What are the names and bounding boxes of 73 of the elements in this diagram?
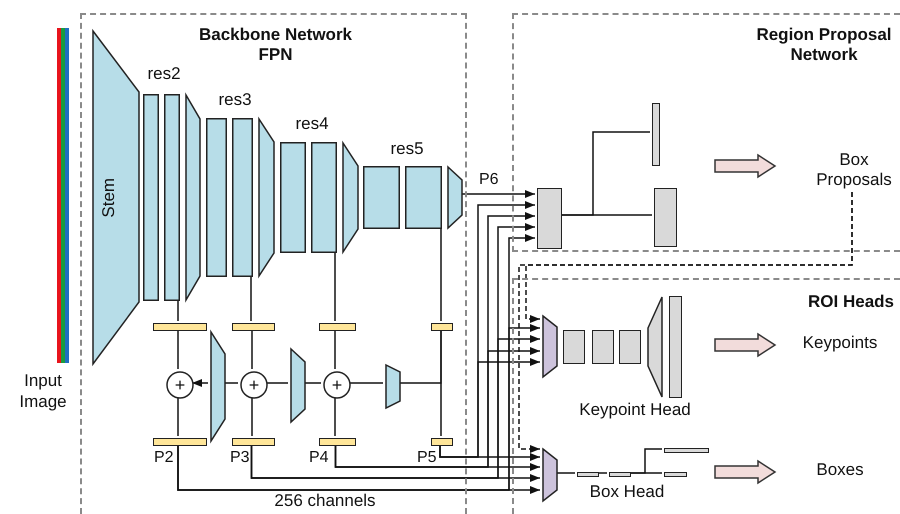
regressor-block (654, 188, 677, 247)
stage-label: res3 (217, 90, 253, 110)
fc-bar (664, 448, 709, 453)
region-title: Backbone Network FPN (198, 25, 354, 64)
region-title: Region Proposal Network (755, 25, 893, 64)
arrow (192, 379, 208, 387)
output-label: Boxes (815, 460, 865, 480)
output-label: Box Proposals (815, 150, 893, 190)
region-title: ROI Heads (807, 292, 894, 312)
connector-line (560, 214, 652, 216)
conv-block (619, 330, 641, 364)
block-arrow (714, 460, 776, 484)
connector-line (334, 251, 336, 321)
fc-bar (609, 472, 631, 477)
connector-line (177, 397, 179, 436)
level-label: P2 (154, 449, 174, 468)
operator-label: + (248, 375, 260, 396)
connector-line (251, 329, 253, 369)
connector-line (349, 382, 383, 384)
output-label: Keypoints (802, 333, 878, 353)
conv-block (537, 188, 562, 249)
stage-label: res2 (146, 64, 182, 84)
classifier-bar (652, 103, 660, 166)
connector-line (334, 329, 336, 369)
dashed-region (80, 13, 467, 514)
dashed-region (512, 278, 900, 514)
dashed-region (512, 13, 900, 252)
connector-line (304, 382, 321, 384)
stage-label: res5 (389, 139, 425, 159)
level-label: P3 (230, 449, 250, 468)
level-label: P4 (309, 449, 329, 468)
connector-line (177, 299, 179, 321)
connector-line (399, 329, 442, 384)
arrow (177, 444, 540, 494)
output-conv-bar (319, 438, 356, 446)
lateral-conv-bar (319, 323, 356, 331)
conv-block (563, 330, 585, 364)
output-conv-bar (153, 438, 207, 446)
operator-label: + (174, 375, 186, 396)
level-label: P5 (417, 449, 437, 468)
lateral-conv-bar (232, 323, 275, 331)
caption-text: 256 channels (273, 491, 377, 511)
connector-line (629, 472, 662, 474)
arrow (461, 190, 535, 198)
arrow (439, 444, 540, 461)
stage-label: res4 (294, 114, 330, 134)
block-arrow (714, 332, 776, 358)
arrow (334, 444, 540, 471)
fc-bar (664, 472, 687, 477)
output-conv-bar (232, 438, 275, 446)
connector-line (440, 227, 442, 321)
block-arrow (714, 154, 776, 178)
connector-line (266, 382, 288, 384)
caption-text: Box Head (588, 482, 666, 502)
connector-line (224, 382, 238, 384)
connector-line (177, 329, 179, 369)
heatmap-bar (669, 296, 682, 398)
fc-bar (577, 472, 599, 477)
conv-block (592, 330, 614, 364)
connector-line (556, 472, 575, 474)
output-conv-bar (431, 438, 453, 446)
lateral-conv-bar (431, 323, 453, 331)
connector-line (597, 472, 607, 474)
caption-text: Keypoint Head (578, 400, 692, 420)
arrow (250, 444, 540, 482)
image-label: Input Image (18, 370, 68, 412)
arrow (518, 192, 853, 453)
block-label: Stem (99, 176, 119, 220)
connector-line (334, 397, 336, 436)
lateral-conv-bar (153, 323, 207, 331)
connector-line (250, 275, 252, 321)
connector-line (251, 397, 253, 436)
operator-label: + (330, 375, 344, 396)
